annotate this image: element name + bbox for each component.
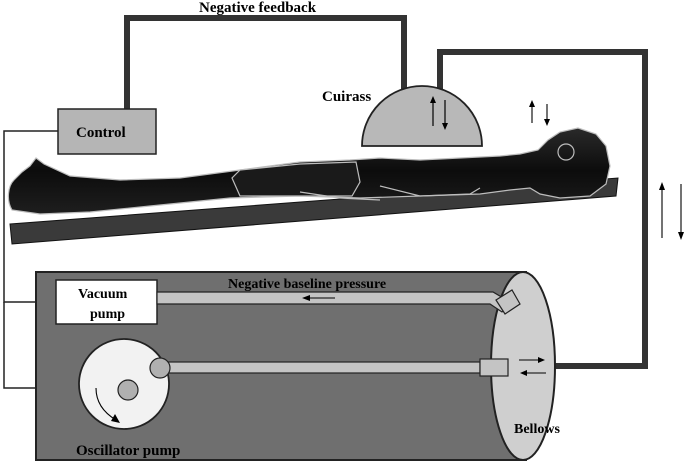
- cuirass: [361, 85, 483, 147]
- bellows-arrows: [519, 357, 546, 376]
- negative-feedback-line: [124, 15, 407, 109]
- control-box: [57, 108, 157, 155]
- oscillator-pump-label: Oscillator pump: [76, 443, 180, 459]
- negative-baseline-pressure-label: Negative baseline pressure: [228, 277, 386, 292]
- cuirass-label: Cuirass: [322, 89, 371, 105]
- bellows-label: Bellows: [514, 422, 560, 437]
- pressure-arrows-right: [659, 182, 684, 240]
- cuirass-bellows-line: [437, 49, 648, 369]
- vacuum-pump-box: [55, 279, 158, 325]
- negative-feedback-label: Negative feedback: [199, 0, 317, 16]
- patient-figure: [7, 127, 611, 215]
- baseline-pressure-tube: [156, 289, 521, 315]
- chest-motion-arrows: [529, 100, 550, 126]
- oscillator-pump: [78, 338, 171, 430]
- vacuum-pump-label-line2: pump: [90, 307, 125, 322]
- vacuum-pump-label-line1: Vacuum: [78, 287, 128, 302]
- control-label: Control: [76, 125, 126, 141]
- oscillator-rod: [159, 358, 509, 377]
